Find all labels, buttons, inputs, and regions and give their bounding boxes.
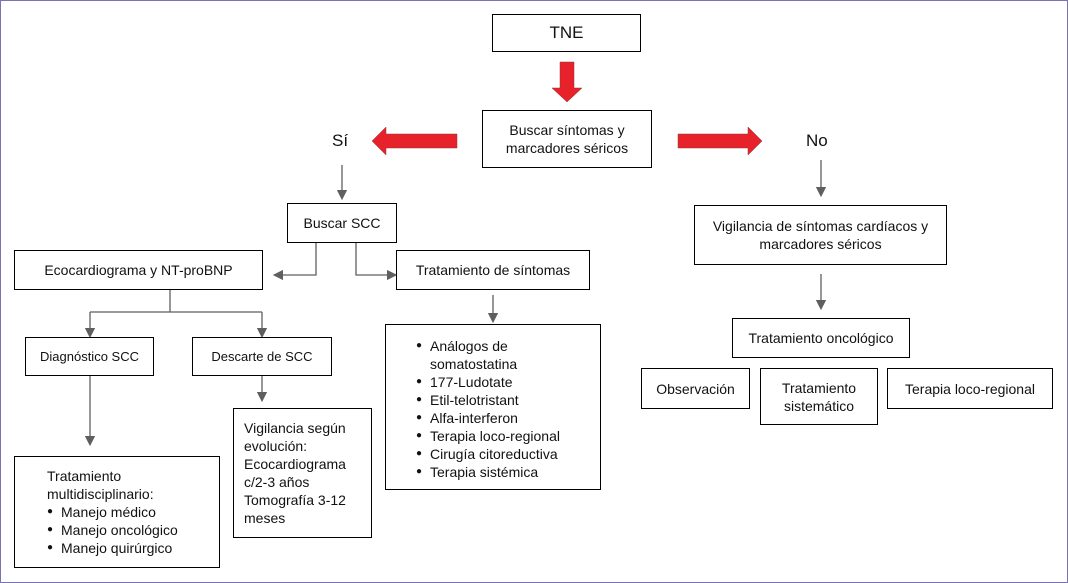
- symptom-tx-item: 177-Ludotate: [416, 373, 586, 391]
- node-multidisciplinario: Tratamiento multidisciplinario: Manejo m…: [14, 456, 220, 568]
- node-symptom-tx-list: Análogos de somatostatina177-LudotateEti…: [385, 324, 601, 490]
- surveillance-lines: Vigilancia según evolución:Ecocardiogram…: [244, 419, 364, 527]
- surveillance-cardiac-text: Vigilancia de síntomas cardíacos y marca…: [712, 218, 929, 252]
- surveillance-line: Tomografía 3-12 meses: [244, 492, 346, 526]
- node-diagnostico-scc: Diagnóstico SCC: [25, 337, 154, 376]
- multi-title: Tratamiento multidisciplinario:: [47, 468, 154, 502]
- label-si: Sí: [332, 131, 349, 150]
- multi-item: Manejo quirúrgico: [47, 539, 178, 557]
- symptom-tx-item: Terapia sistémica: [416, 463, 586, 481]
- node-observacion: Observación: [641, 368, 750, 409]
- systemic-tx-text: Tratamiento sistemático: [781, 379, 857, 414]
- multi-item: Manejo oncológico: [47, 521, 178, 539]
- symptom-tx-item: Alfa-interferon: [416, 409, 586, 427]
- surveillance-line: Ecocardiograma c/2-3 años: [244, 456, 346, 490]
- symptom-tx-list: Análogos de somatostatina177-LudotateEti…: [416, 337, 586, 481]
- red-arrow-left: [371, 126, 458, 156]
- surveillance-line: Vigilancia según evolución:: [244, 420, 346, 454]
- node-tratamiento-sintomas: Tratamiento de síntomas: [396, 250, 590, 290]
- symptom-tx-item: Cirugía citoreductiva: [416, 445, 586, 463]
- symptom-tx-item: Etil-telotristant: [416, 391, 586, 409]
- node-tne: TNE: [492, 14, 641, 52]
- multi-list: Manejo médicoManejo oncológicoManejo qui…: [47, 503, 178, 557]
- node-buscar-sintomas: Buscar síntomas y marcadores séricos: [482, 110, 652, 168]
- node-buscar-scc: Buscar SCC: [287, 203, 397, 243]
- node-tratamiento-oncologico: Tratamiento oncológico: [732, 318, 910, 358]
- red-arrow-down: [551, 61, 583, 103]
- symptom-tx-item: Análogos de somatostatina: [416, 337, 586, 373]
- symptom-tx-item: Terapia loco-regional: [416, 427, 586, 445]
- node-ecocardiograma: Ecocardiograma y NT-proBNP: [14, 250, 263, 290]
- node-tratamiento-sistematico: Tratamiento sistemático: [760, 368, 878, 425]
- node-terapia-locoregional: Terapia loco-regional: [887, 368, 1053, 409]
- node-descarte-scc: Descarte de SCC: [192, 337, 332, 376]
- connector-scc-to-echo: [272, 243, 317, 281]
- node-vigilancia-evolucion: Vigilancia según evolución:Ecocardiogram…: [233, 408, 372, 538]
- red-arrow-right: [677, 126, 763, 156]
- multi-item: Manejo médico: [47, 503, 178, 521]
- label-no: No: [806, 131, 828, 150]
- node-vigilancia-cardiaca: Vigilancia de síntomas cardíacos y marca…: [694, 205, 947, 265]
- connector-scc-to-symptom-tx: [355, 243, 398, 281]
